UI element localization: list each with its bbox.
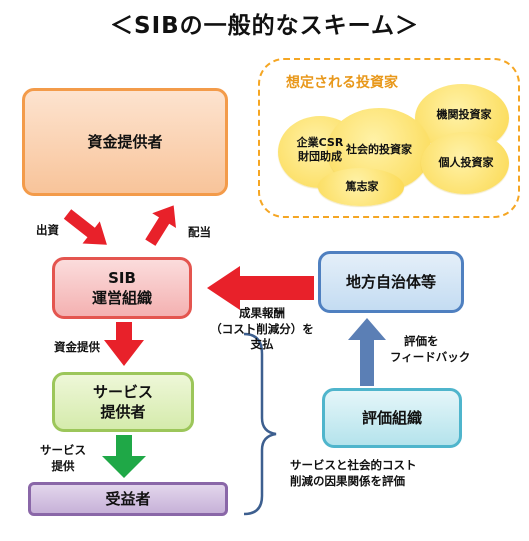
csr-label: 企業CSR 財団助成 [280, 136, 360, 165]
evaluator-label: 評価組織 [361, 408, 422, 427]
individual-investor-label: 個人投資家 [438, 156, 494, 169]
local-government-label: 地方自治体等 [345, 272, 436, 291]
page-title: ＜SIBの一般的なスキーム＞ [110, 13, 419, 39]
beneficiary-box: 受益者 [28, 482, 228, 516]
evaluation-note: サービスと社会的コスト 削減の因果関係を評価 [290, 458, 417, 489]
reward-arrow [207, 266, 314, 310]
philanthropist-bubble [318, 168, 404, 206]
service-label-line2: 提供 [51, 458, 75, 473]
investors-callout [258, 58, 520, 218]
philanthropist-label: 篤志家 [345, 180, 379, 193]
reward-label-line2: （コスト削減分）を [210, 321, 314, 336]
social-investor-label: 社会的投資家 [346, 143, 412, 156]
funding-label: 資金提供 [54, 340, 100, 354]
funding-arrow [104, 322, 144, 366]
csr-label-line2: 財団助成 [298, 150, 342, 164]
provider-label-line2: 提供者 [100, 403, 146, 421]
curly-bracket [243, 332, 277, 516]
feedback-label-line2: フィードバック [390, 349, 471, 364]
service-arrow [102, 435, 146, 478]
individual-investor-bubble [421, 132, 509, 194]
dividend-arrow [145, 205, 176, 246]
service-label-line1: サービス [40, 443, 86, 457]
beneficiary-label: 受益者 [105, 489, 151, 508]
feedback-label-line1: 評価を [404, 334, 439, 348]
funder-box: 資金提供者 [22, 88, 228, 196]
reward-label-line3: 支払 [250, 337, 274, 352]
investment-arrow [63, 209, 107, 245]
reward-label-line1: 成果報酬 [239, 306, 285, 320]
reward-label: 成果報酬 （コスト削減分）を 支払 [196, 306, 328, 353]
sib-box: SIB 運営組織 [52, 257, 192, 319]
csr-label-line1: 企業CSR [296, 136, 344, 149]
local-government-box: 地方自治体等 [318, 251, 464, 313]
feedback-label: 評価を フィードバック [390, 334, 470, 365]
investment-label: 出資 [36, 223, 59, 237]
funder-label: 資金提供者 [87, 132, 163, 151]
service-label: サービス 提供 [40, 443, 86, 474]
evaluation-note-line1: サービスと社会的コスト [290, 458, 417, 472]
provider-label-line1: サービス [92, 382, 153, 401]
institutional-investor-label: 機関投資家 [436, 108, 492, 121]
sib-label-line1: SIB [108, 268, 136, 287]
evaluator-box: 評価組織 [322, 388, 462, 448]
service-provider-box: サービス 提供者 [52, 372, 194, 432]
dividend-label: 配当 [188, 225, 211, 239]
investors-title: 想定される投資家 [286, 75, 398, 91]
sib-label-line2: 運営組織 [91, 289, 152, 307]
feedback-arrow [348, 318, 386, 386]
evaluation-note-line2: 削減の因果関係を評価 [290, 473, 405, 488]
